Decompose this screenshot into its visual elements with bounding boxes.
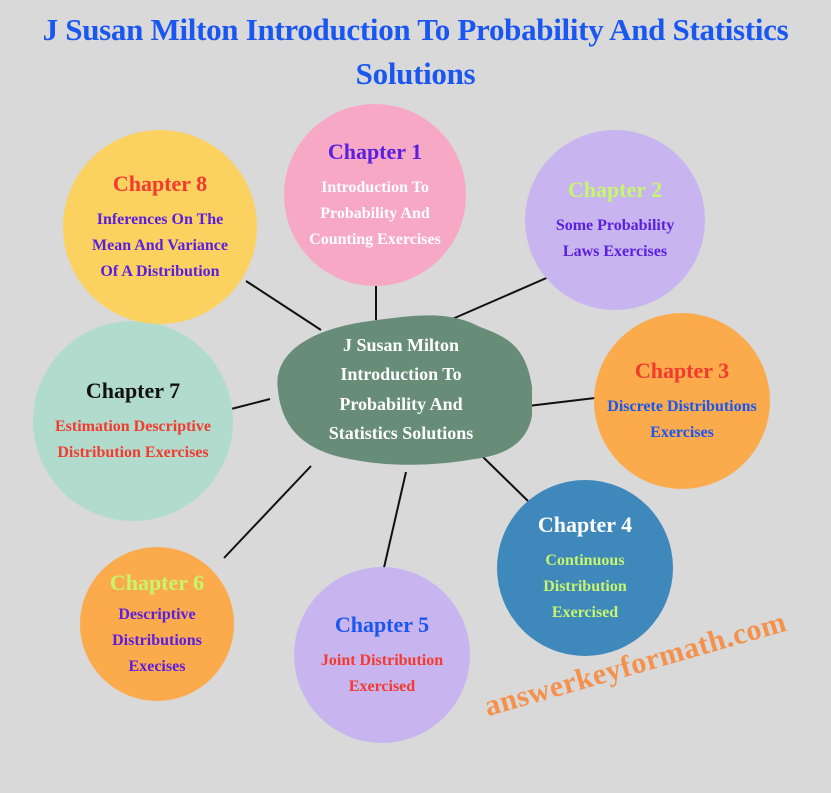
central-topic-text: J Susan Milton Introduction To Probabili… — [328, 334, 474, 444]
connector-line — [382, 471, 407, 573]
chapter-label: Chapter 6 — [109, 570, 205, 595]
chapter-label: Chapter 8 — [112, 171, 208, 196]
chapter-description: Introduction To Probability And Counting… — [309, 179, 441, 248]
connector-line — [223, 465, 312, 559]
connector-line — [230, 398, 271, 410]
chapter-description: Discrete Distributions Exercises — [607, 398, 757, 441]
title-line-1: J Susan Milton Introduction To Probabili… — [42, 12, 789, 47]
chapter-node-3: Chapter 3 Discrete Distributions Exercis… — [594, 313, 770, 489]
page-title: J Susan Milton Introduction To Probabili… — [0, 8, 831, 96]
blob-shape — [277, 315, 532, 465]
connector-line — [527, 397, 596, 407]
chapter-label: Chapter 1 — [327, 139, 423, 164]
chapter-node-6: Chapter 6 Descriptive Distributions Exec… — [80, 547, 234, 701]
chapter-description: Inferences On The Mean And Variance Of A… — [91, 211, 228, 280]
chapter-node-7: Chapter 7 Estimation Descriptive Distrib… — [33, 321, 233, 521]
chapter-label: Chapter 2 — [567, 177, 663, 202]
chapter-description: Joint Distribution Exercised — [320, 652, 444, 695]
connector-line — [245, 280, 322, 331]
chapter-node-4: Chapter 4 Continuous Distribution Exerci… — [497, 480, 673, 656]
chapter-label: Chapter 4 — [537, 512, 633, 537]
chapter-description: Some Probability Laws Exercises — [555, 217, 675, 260]
chapter-label: Chapter 7 — [85, 378, 181, 403]
chapter-node-5: Chapter 5 Joint Distribution Exercised — [294, 567, 470, 743]
chapter-node-2: Chapter 2 Some Probability Laws Exercise… — [525, 130, 705, 310]
central-topic-blob: J Susan Milton Introduction To Probabili… — [270, 313, 532, 466]
chapter-label: Chapter 3 — [634, 358, 730, 383]
chapter-description: Descriptive Distributions Execises — [112, 606, 202, 675]
connector-line — [449, 275, 552, 321]
chapter-node-8: Chapter 8 Inferences On The Mean And Var… — [63, 130, 257, 324]
connector-line — [482, 456, 529, 502]
chapter-label: Chapter 5 — [334, 612, 430, 637]
title-line-2: Solutions — [355, 56, 476, 91]
chapter-description: Estimation Descriptive Distribution Exer… — [55, 418, 211, 461]
chapter-description: Continuous Distribution Exercised — [543, 552, 627, 621]
chapter-node-1: Chapter 1 Introduction To Probability An… — [284, 104, 466, 286]
